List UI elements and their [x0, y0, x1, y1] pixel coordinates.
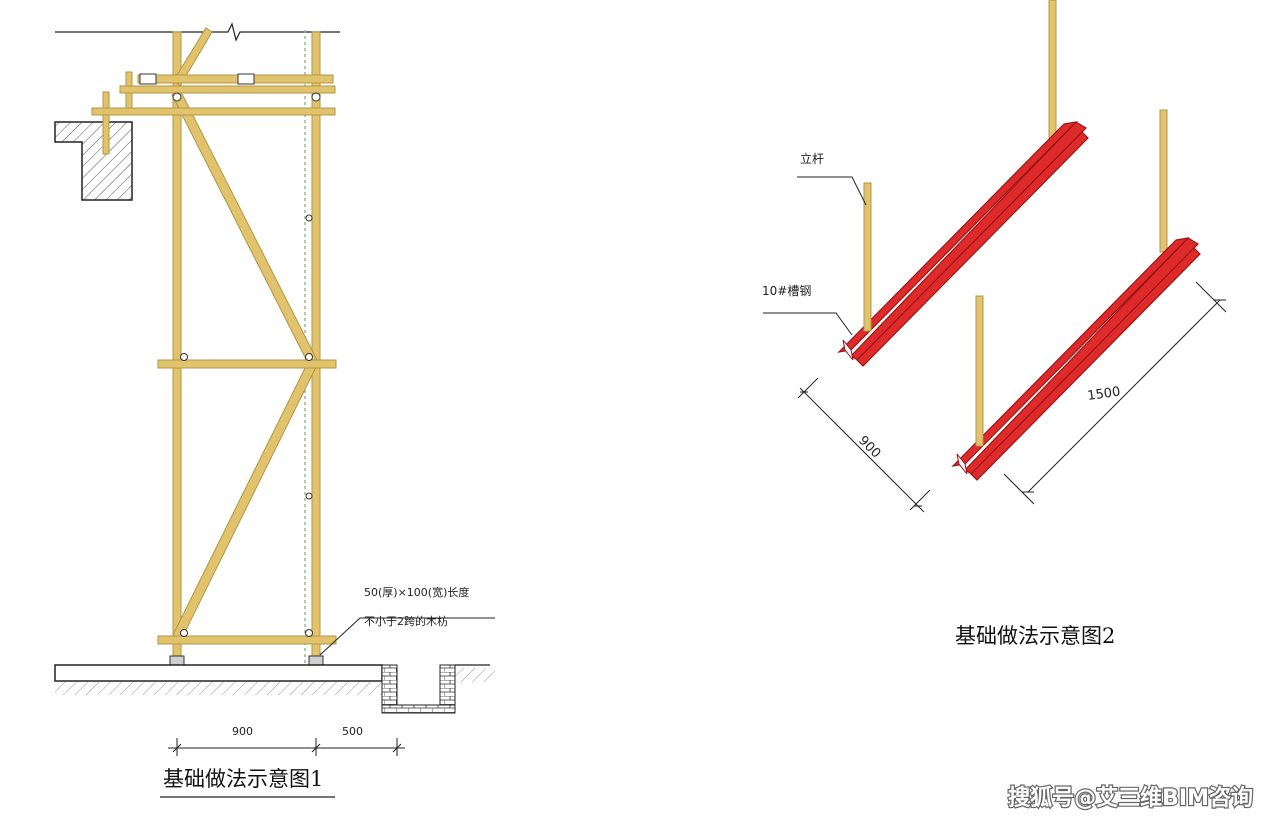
dimension-lines-fig1	[168, 738, 405, 756]
coupler	[172, 92, 182, 102]
coupler	[305, 492, 313, 500]
pole-ch2-near	[975, 295, 984, 447]
figure-2: 立杆 10#槽钢 900 1500 基础做法示意图2	[762, 0, 1227, 648]
label-channel-steel: 10#槽钢	[762, 284, 811, 298]
ledger-bottom	[157, 635, 337, 645]
pole-ch1-far	[1048, 0, 1057, 143]
dimension-spacing	[797, 377, 931, 513]
concrete-beam	[54, 121, 133, 201]
couplers	[139, 73, 321, 637]
base-plate-left	[169, 655, 185, 666]
timber-note-line2: 不小于2跨的木枋	[364, 614, 448, 628]
channel-steel-2	[951, 237, 1201, 481]
coupler-top-2	[237, 73, 255, 85]
ledger-top	[137, 74, 334, 84]
timber-note-line1: 50(厚)×100(宽)长度	[364, 585, 469, 599]
top-break-line	[55, 22, 340, 42]
ledger-mid	[157, 359, 337, 369]
dim-900-label: 900	[232, 725, 253, 738]
coupler	[305, 629, 313, 637]
label-pole: 立杆	[800, 151, 824, 166]
standard-left	[172, 31, 182, 661]
coupler	[311, 92, 321, 102]
label-leaders	[763, 176, 867, 336]
scaffold-ledgers	[91, 74, 337, 645]
channel-steel-1	[837, 121, 1089, 367]
dim-500-label: 500	[342, 725, 363, 738]
figure-1-caption: 基础做法示意图1	[163, 767, 323, 791]
coupler	[305, 214, 313, 222]
scaffold-braces	[171, 27, 319, 641]
coupler	[180, 629, 188, 637]
coupler	[180, 353, 188, 361]
drainage-ditch	[381, 664, 456, 714]
ledger-2	[119, 85, 336, 94]
pole-ch2-far	[1159, 109, 1168, 253]
coupler-top-1	[139, 73, 157, 85]
dim-spacing-label: 900	[855, 433, 883, 461]
watermark: 搜狐号@艾三维BIM咨询	[1008, 785, 1253, 811]
brace-top	[173, 27, 213, 87]
ground-slab	[54, 664, 495, 695]
figure-2-caption: 基础做法示意图2	[955, 624, 1115, 648]
pole-ch1-near	[863, 182, 872, 332]
standard-short	[102, 91, 110, 155]
brace-1	[171, 89, 319, 368]
ledger-3	[91, 107, 336, 116]
coupler	[305, 353, 313, 361]
base-plate-right	[308, 655, 324, 666]
dim-length-label: 1500	[1086, 385, 1121, 404]
dimension-length	[1003, 281, 1227, 505]
base-plates	[169, 655, 324, 666]
standard-right	[311, 31, 321, 661]
figure-1: 50(厚)×100(宽)长度 不小于2跨的木枋 900 500 基础做法示意图1	[54, 22, 495, 798]
brace-2	[172, 357, 319, 641]
timber-note: 50(厚)×100(宽)长度 不小于2跨的木枋	[319, 585, 495, 656]
